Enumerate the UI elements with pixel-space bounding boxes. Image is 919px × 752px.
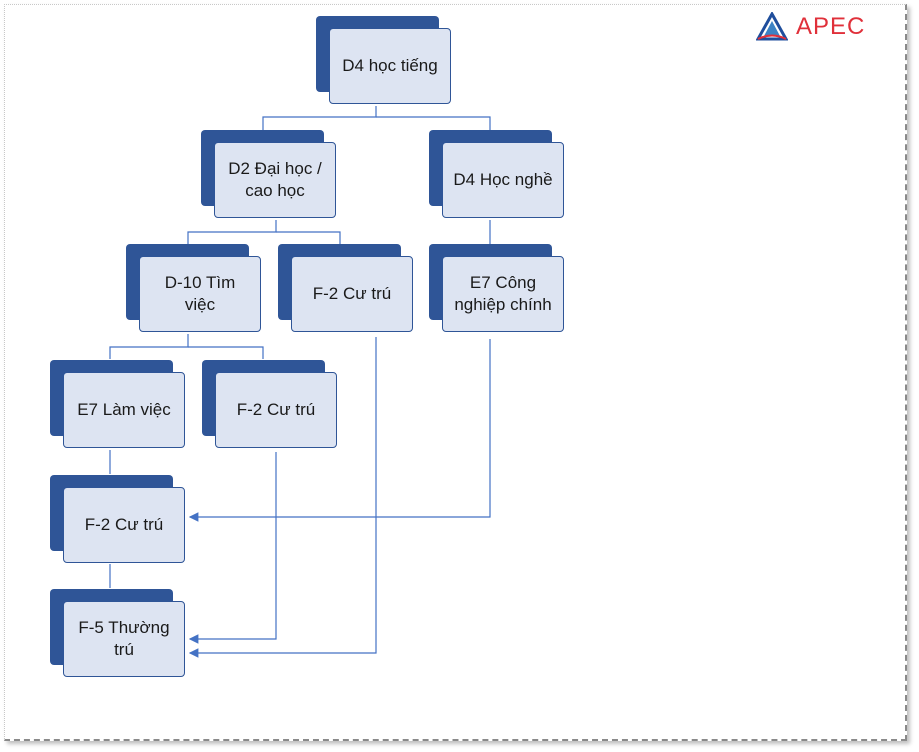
connector-d10-f2b: [188, 346, 264, 359]
connector-d2-d10: [187, 220, 277, 244]
node-label: D4 học tiếng: [342, 56, 438, 75]
node-label: E7 Công nghiệp chính: [454, 273, 552, 314]
arrow-f2b-f5: [188, 452, 277, 644]
node-label: F-2 Cư trú: [312, 284, 392, 303]
arrow-e7cn-f2c: [188, 339, 491, 522]
connector-d2-f2a: [276, 231, 341, 244]
arrow-f2a-f5: [188, 337, 377, 658]
node-label: D2 Đại học / cao học: [228, 159, 322, 200]
node-label: D-10 Tìm việc: [164, 273, 236, 314]
node-label: F-5 Thường trú: [78, 618, 170, 659]
connector-root-d2: [262, 106, 377, 130]
connector-root-d4nghe: [376, 116, 491, 130]
apec-logo-text: APEC: [796, 13, 866, 40]
page-frame: [4, 4, 907, 741]
node-label: E7 Làm việc: [77, 400, 171, 419]
node-label: F-2 Cư trú: [84, 515, 164, 534]
apec-logo: APEC: [756, 12, 865, 42]
apec-logo-icon: [756, 12, 788, 41]
connector-d10-e7lv: [109, 334, 189, 359]
node-label: D4 Học nghề: [453, 170, 553, 189]
node-label: F-2 Cư trú: [236, 400, 316, 419]
